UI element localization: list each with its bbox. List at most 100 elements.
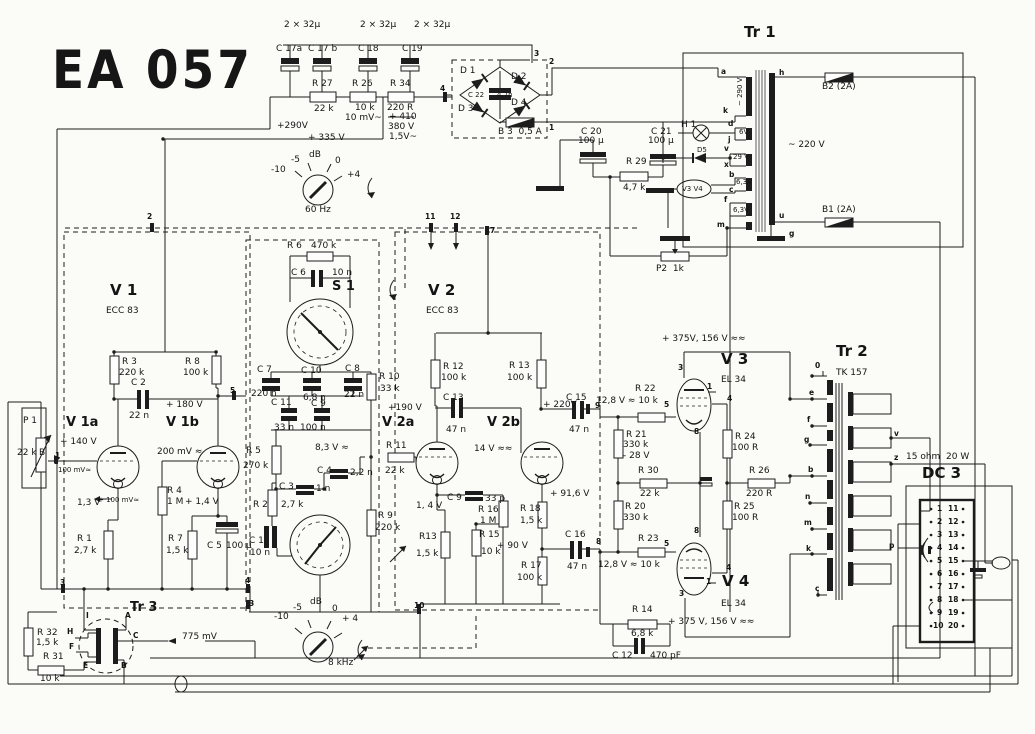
resistor-r15 xyxy=(471,529,482,557)
resistor-r17 xyxy=(537,556,548,586)
dial-8khz xyxy=(294,619,369,663)
r22-note: 12,8 V ≈ 10 k xyxy=(596,396,658,406)
tr2-f: f xyxy=(807,415,811,424)
r31: R 31 xyxy=(43,652,64,662)
c15: C 15 xyxy=(566,393,587,403)
v1b: V 1b xyxy=(166,415,199,430)
v3-pin8: 8 xyxy=(694,427,700,436)
s1-rotate-arrow xyxy=(389,279,397,301)
dc3-pin-3: 3 xyxy=(937,530,943,539)
node-5a: 5 xyxy=(230,386,236,395)
resistor-r23 xyxy=(637,547,666,558)
tr1-x: x xyxy=(724,160,729,169)
mains: ~ 220 V xyxy=(788,140,825,150)
dc3-pin-19: 19 xyxy=(948,608,959,617)
node-7: 7 xyxy=(490,226,496,235)
resistor-r2 xyxy=(267,489,278,517)
r14-val: 6,8 k xyxy=(631,629,654,639)
c12: C 12 xyxy=(612,651,633,661)
v1-stage xyxy=(7,351,421,684)
node-9: 9 xyxy=(595,401,601,410)
tr1-u: u xyxy=(779,211,785,220)
v2-stage xyxy=(415,229,700,658)
r8: R 8 xyxy=(185,357,200,367)
v4-pin1: 1 xyxy=(706,577,712,586)
c2-val: 22 n xyxy=(129,411,150,421)
resistor-r30 xyxy=(639,478,668,489)
fuse-b1: B1 (2A) xyxy=(822,205,856,215)
tr3-e: E xyxy=(83,661,89,670)
v2: V 2 xyxy=(428,281,456,299)
r17-val: 100 k xyxy=(517,573,543,583)
r26b-val: 220 R xyxy=(746,489,773,499)
c11-val: 33 n xyxy=(274,423,295,433)
tr2-type: TK 157 xyxy=(836,368,868,378)
r34-val: 220 R xyxy=(387,103,414,113)
tr1-m: m xyxy=(717,220,725,229)
level-775: 775 mV xyxy=(182,632,217,642)
r19-val: 1,5 k xyxy=(416,549,439,559)
fuse-b2: B2 (2A) xyxy=(822,82,856,92)
v220: + 220V xyxy=(543,400,577,410)
tr2-v: v xyxy=(894,429,899,438)
r1-val: 2,7 k xyxy=(74,546,97,556)
dial2-freq: 8 kHz xyxy=(328,658,354,668)
resistor-r4 xyxy=(157,486,168,516)
r23-note: 12,8 V ≈ 10 k xyxy=(598,560,660,570)
r15-val: 10 k xyxy=(481,547,501,557)
c11: C 11 xyxy=(271,398,292,408)
r13-val: 100 k xyxy=(507,373,533,383)
r5: R 5 xyxy=(246,446,261,456)
v1a-note: + 100 mV≈ xyxy=(98,496,140,504)
c14-val: 33 p xyxy=(485,494,506,504)
r27-val: 22 k xyxy=(314,104,334,114)
node-3: 3 xyxy=(534,49,540,58)
c1: C 1 xyxy=(249,536,264,546)
r25: R 25 xyxy=(734,502,755,512)
r9: R 9 xyxy=(378,511,393,521)
c16-val: 47 n xyxy=(567,562,588,572)
r26: R 26 xyxy=(352,79,373,89)
tr1-b: b xyxy=(729,170,735,179)
resistor-r1 xyxy=(103,530,114,560)
c20: C 20 xyxy=(581,127,602,137)
dc3-pin-4: 4 xyxy=(937,543,943,552)
resistor-r34 xyxy=(387,91,415,103)
rail-335: + 335 V xyxy=(308,133,345,143)
v4-type: EL 34 xyxy=(721,599,747,609)
tr3-a: A xyxy=(125,611,131,620)
psu-filter-section xyxy=(56,44,533,589)
dc3-pin-16: 16 xyxy=(948,569,959,578)
c2: C 2 xyxy=(131,378,146,388)
tr1-a: a xyxy=(721,67,727,76)
r24: R 24 xyxy=(735,432,756,442)
r26b: R 26 xyxy=(749,466,770,476)
r8-val: 100 k xyxy=(183,368,209,378)
dc3-pin-13: 13 xyxy=(948,530,959,539)
r26-val: 10 k xyxy=(355,103,375,113)
r4: R 4 xyxy=(167,486,182,496)
resistor-r22 xyxy=(637,412,666,423)
d5-diode-icon xyxy=(692,153,706,163)
c4-val: 2,2 n xyxy=(350,468,373,478)
c9: C 9 xyxy=(311,399,326,409)
c18-qty: 2 × 32µ xyxy=(360,20,397,30)
s1-tone-network xyxy=(262,251,417,612)
tr1-g: g xyxy=(789,229,795,238)
tr1-d: d xyxy=(728,119,734,128)
fb-note: 8,3 V ≈ xyxy=(315,443,349,453)
tr3-i: I xyxy=(86,611,89,620)
r26-note: 10 mV~ xyxy=(345,113,382,123)
p1-taper: B xyxy=(39,448,46,458)
r13: R 13 xyxy=(509,361,530,371)
d4: D 4 xyxy=(511,98,527,108)
shield-lines xyxy=(63,227,640,649)
c16: C 16 xyxy=(565,530,586,540)
resistor-r26 xyxy=(349,91,377,103)
r21: R 21 xyxy=(626,430,647,440)
r32-val: 1,5 k xyxy=(36,638,59,648)
dc3-pin-15: 15 xyxy=(948,556,959,565)
r20: R 20 xyxy=(625,502,646,512)
resistor-r9 xyxy=(366,509,377,537)
node-8: 8 xyxy=(596,537,602,546)
